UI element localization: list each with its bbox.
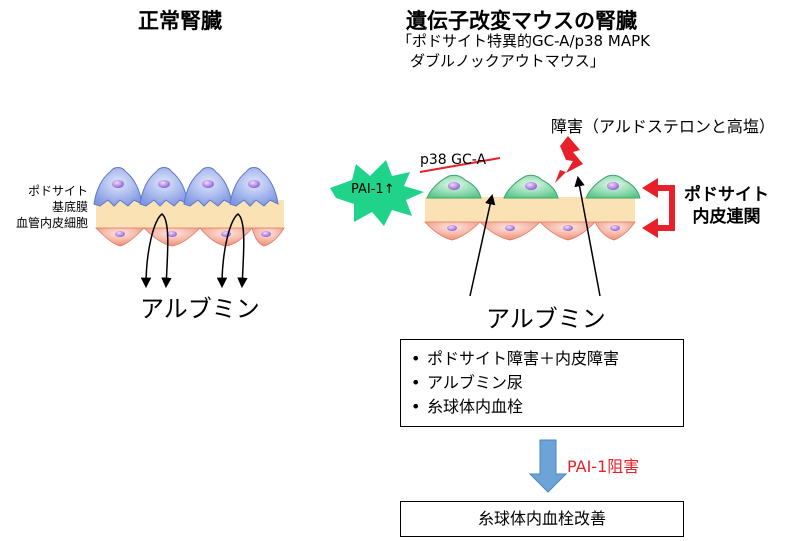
basement-membrane-right	[425, 197, 635, 222]
mutant-podocytes	[426, 174, 641, 199]
subtitle-line2: ダブルノックアウトマウス」	[410, 52, 605, 70]
label-podocyte: ポドサイト	[27, 184, 88, 198]
down-arrow-icon	[528, 439, 568, 493]
knockout-label: p38 GC-A	[420, 152, 487, 168]
label-endothelial-cell: 血管内皮細胞	[15, 216, 88, 230]
albumin-label-right: アルブミン	[486, 305, 606, 333]
label-basement-membrane: 基底膜	[51, 200, 88, 214]
endothelial-cells-left	[95, 227, 285, 247]
knockout-strike	[419, 157, 501, 173]
intervention-label: PAI-1阻害	[567, 457, 640, 476]
result-label: 糸球体内血栓改善	[477, 509, 606, 528]
layer-labels: ポドサイト 基底膜 血管内皮細胞	[2, 183, 88, 231]
link-label-line1: ポドサイト	[684, 185, 769, 205]
bracket-arrow-icon	[642, 178, 675, 238]
subtitle-line1: 「ポドサイト特異的GC-A/p38 MAPK	[397, 32, 650, 50]
outcomes-box: ポドサイト障害＋内皮障害 アルブミン尿 糸球体内血栓	[400, 339, 684, 427]
star-burst-icon	[330, 160, 424, 226]
pai-label: PAI-1↑	[351, 182, 395, 197]
injury-label: 障害（アルドステロンと高塩）	[551, 117, 775, 136]
albumin-label-left: アルブミン	[140, 295, 260, 323]
outcome-item: アルブミン尿	[401, 371, 683, 395]
normal-podocytes	[93, 167, 279, 207]
right-panel-title: 遺伝子改変マウスの腎臓	[406, 9, 637, 33]
endothelial-cells-right	[424, 221, 636, 241]
outcome-item: 糸球体内血栓	[401, 395, 683, 419]
lightning-bolt-icon	[560, 136, 583, 173]
link-label: ポドサイト 内皮連関	[684, 184, 769, 228]
left-panel-title: 正常腎臓	[138, 9, 222, 33]
albumin-retained-arrows	[140, 213, 248, 289]
outcome-item: ポドサイト障害＋内皮障害	[401, 347, 683, 371]
albumin-leak-arrows	[469, 175, 601, 297]
link-label-line2: 内皮連関	[692, 207, 761, 227]
result-box: 糸球体内血栓改善	[400, 501, 684, 537]
